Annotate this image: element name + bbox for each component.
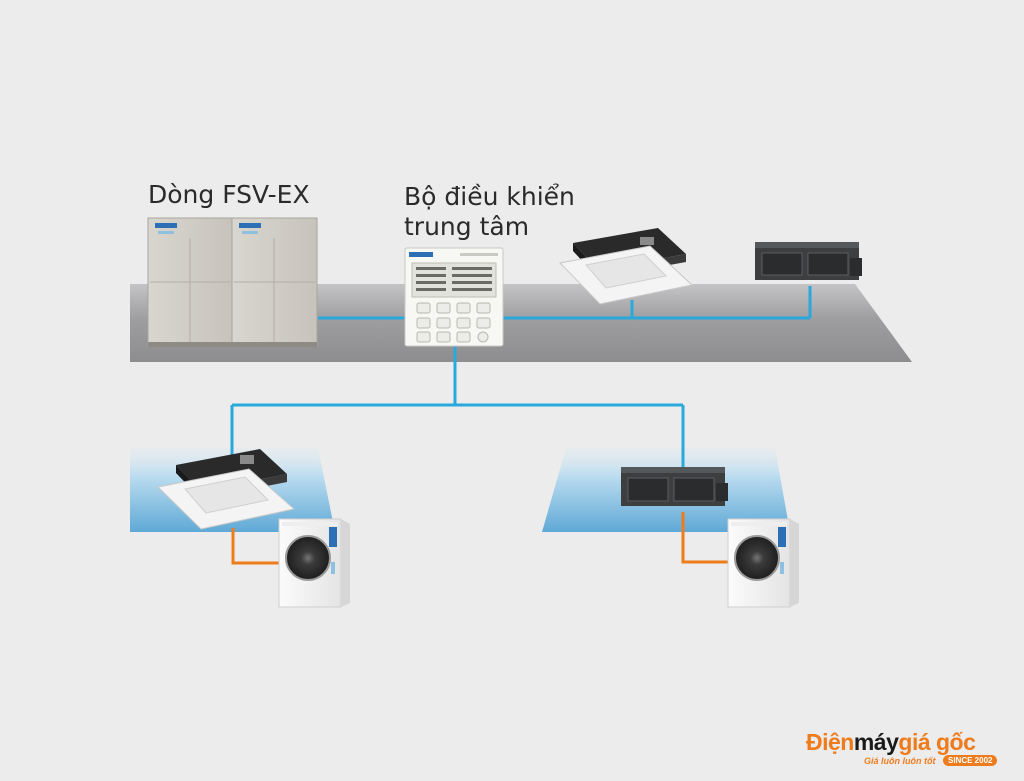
brand-word-giagoc: giá gốc [898, 729, 976, 755]
fsv-series-label: Dòng FSV-EX [148, 180, 310, 209]
central-controller-label-line2: trung tâm [404, 212, 530, 241]
brand-since-badge: SINCE 2002 [943, 755, 998, 766]
central-controller-label: Bộ điều khiển trung tâm [404, 182, 575, 242]
vrf-outdoor-unit-icon [147, 217, 318, 347]
central-controller-icon [404, 247, 504, 347]
brand-word-may: máy [853, 729, 899, 755]
control-network-lines [230, 286, 812, 476]
brand-watermark: Điệnmáygiá gốc Giá luôn luôn tốt SINCE 2… [806, 729, 1006, 773]
split-outdoor-unit-icon [278, 518, 350, 608]
ducted-unit-icon [621, 467, 728, 506]
ceiling-cassette-icon [156, 449, 296, 530]
split-outdoor-unit-icon [727, 518, 799, 608]
brand-word-dien: Điện [806, 729, 854, 755]
main-floor-platform [130, 284, 912, 362]
brand-tagline: Giá luôn luôn tốt [864, 756, 936, 766]
ceiling-cassette-icon [558, 228, 694, 305]
ducted-unit-icon [755, 242, 862, 280]
central-controller-label-line1: Bộ điều khiển [404, 182, 575, 211]
brand-logo-text: Điệnmáygiá gốc [806, 729, 976, 756]
refrigerant-lines [231, 512, 730, 565]
